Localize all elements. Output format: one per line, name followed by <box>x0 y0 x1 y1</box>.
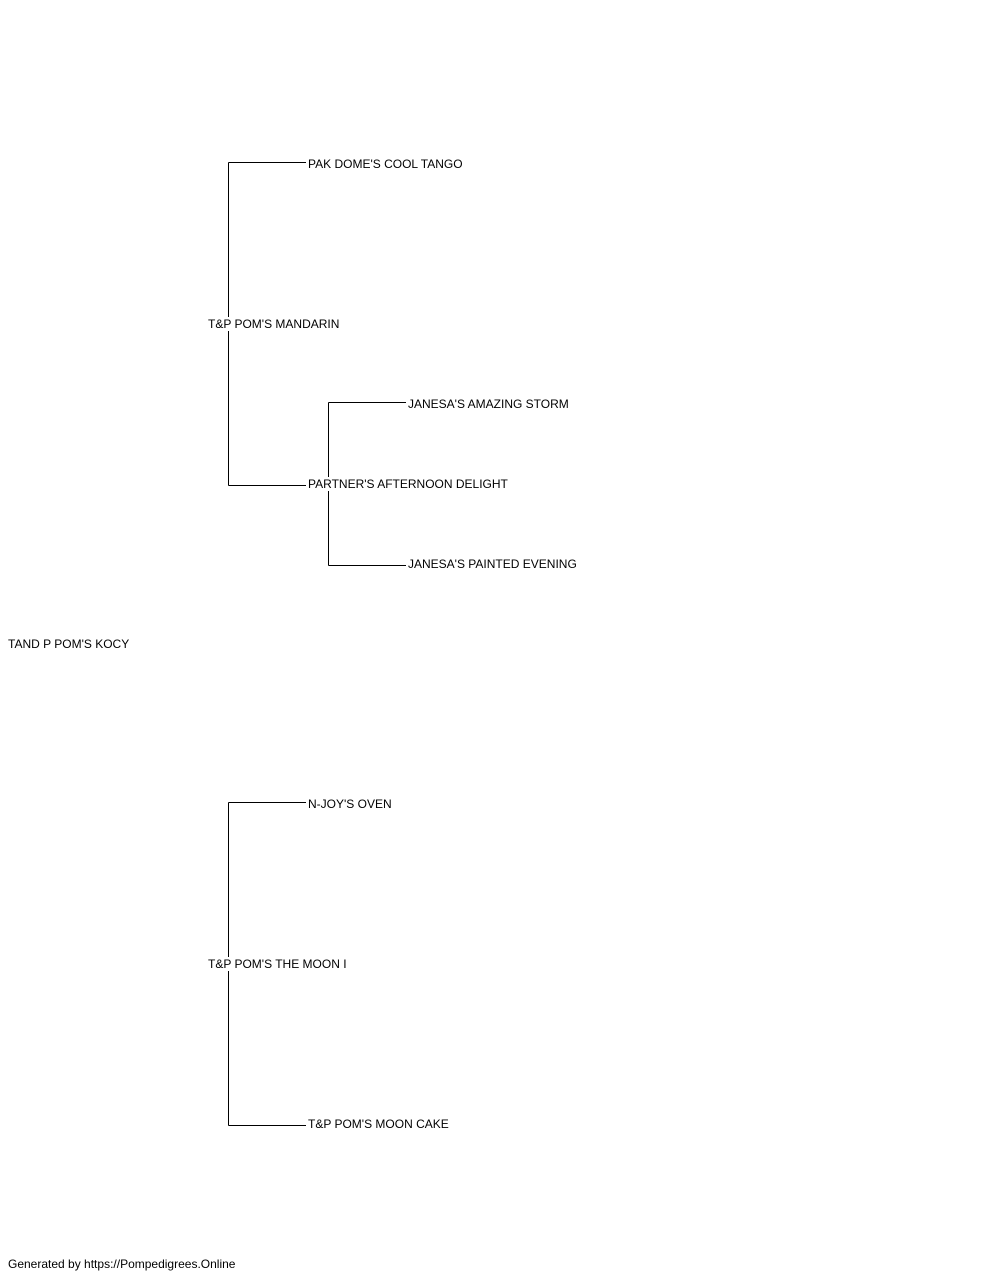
subject-dog-name: TAND P POM'S KOCY <box>8 637 130 651</box>
dam-name: T&P POM'S THE MOON I <box>208 957 347 971</box>
sire-dam-dam-name: JANESA'S PAINTED EVENING <box>408 557 577 571</box>
sire-sire-name: PAK DOME'S COOL TANGO <box>308 157 463 171</box>
sire-dam-name: PARTNER'S AFTERNOON DELIGHT <box>308 477 508 491</box>
dam-sire-name: N-JOY'S OVEN <box>308 797 392 811</box>
generated-by-footer: Generated by https://Pompedigrees.Online <box>8 1257 236 1271</box>
dam-dam-name: T&P POM'S MOON CAKE <box>308 1117 449 1131</box>
sire-name: T&P POM'S MANDARIN <box>208 317 340 331</box>
sire-dam-sire-name: JANESA'S AMAZING STORM <box>408 397 569 411</box>
